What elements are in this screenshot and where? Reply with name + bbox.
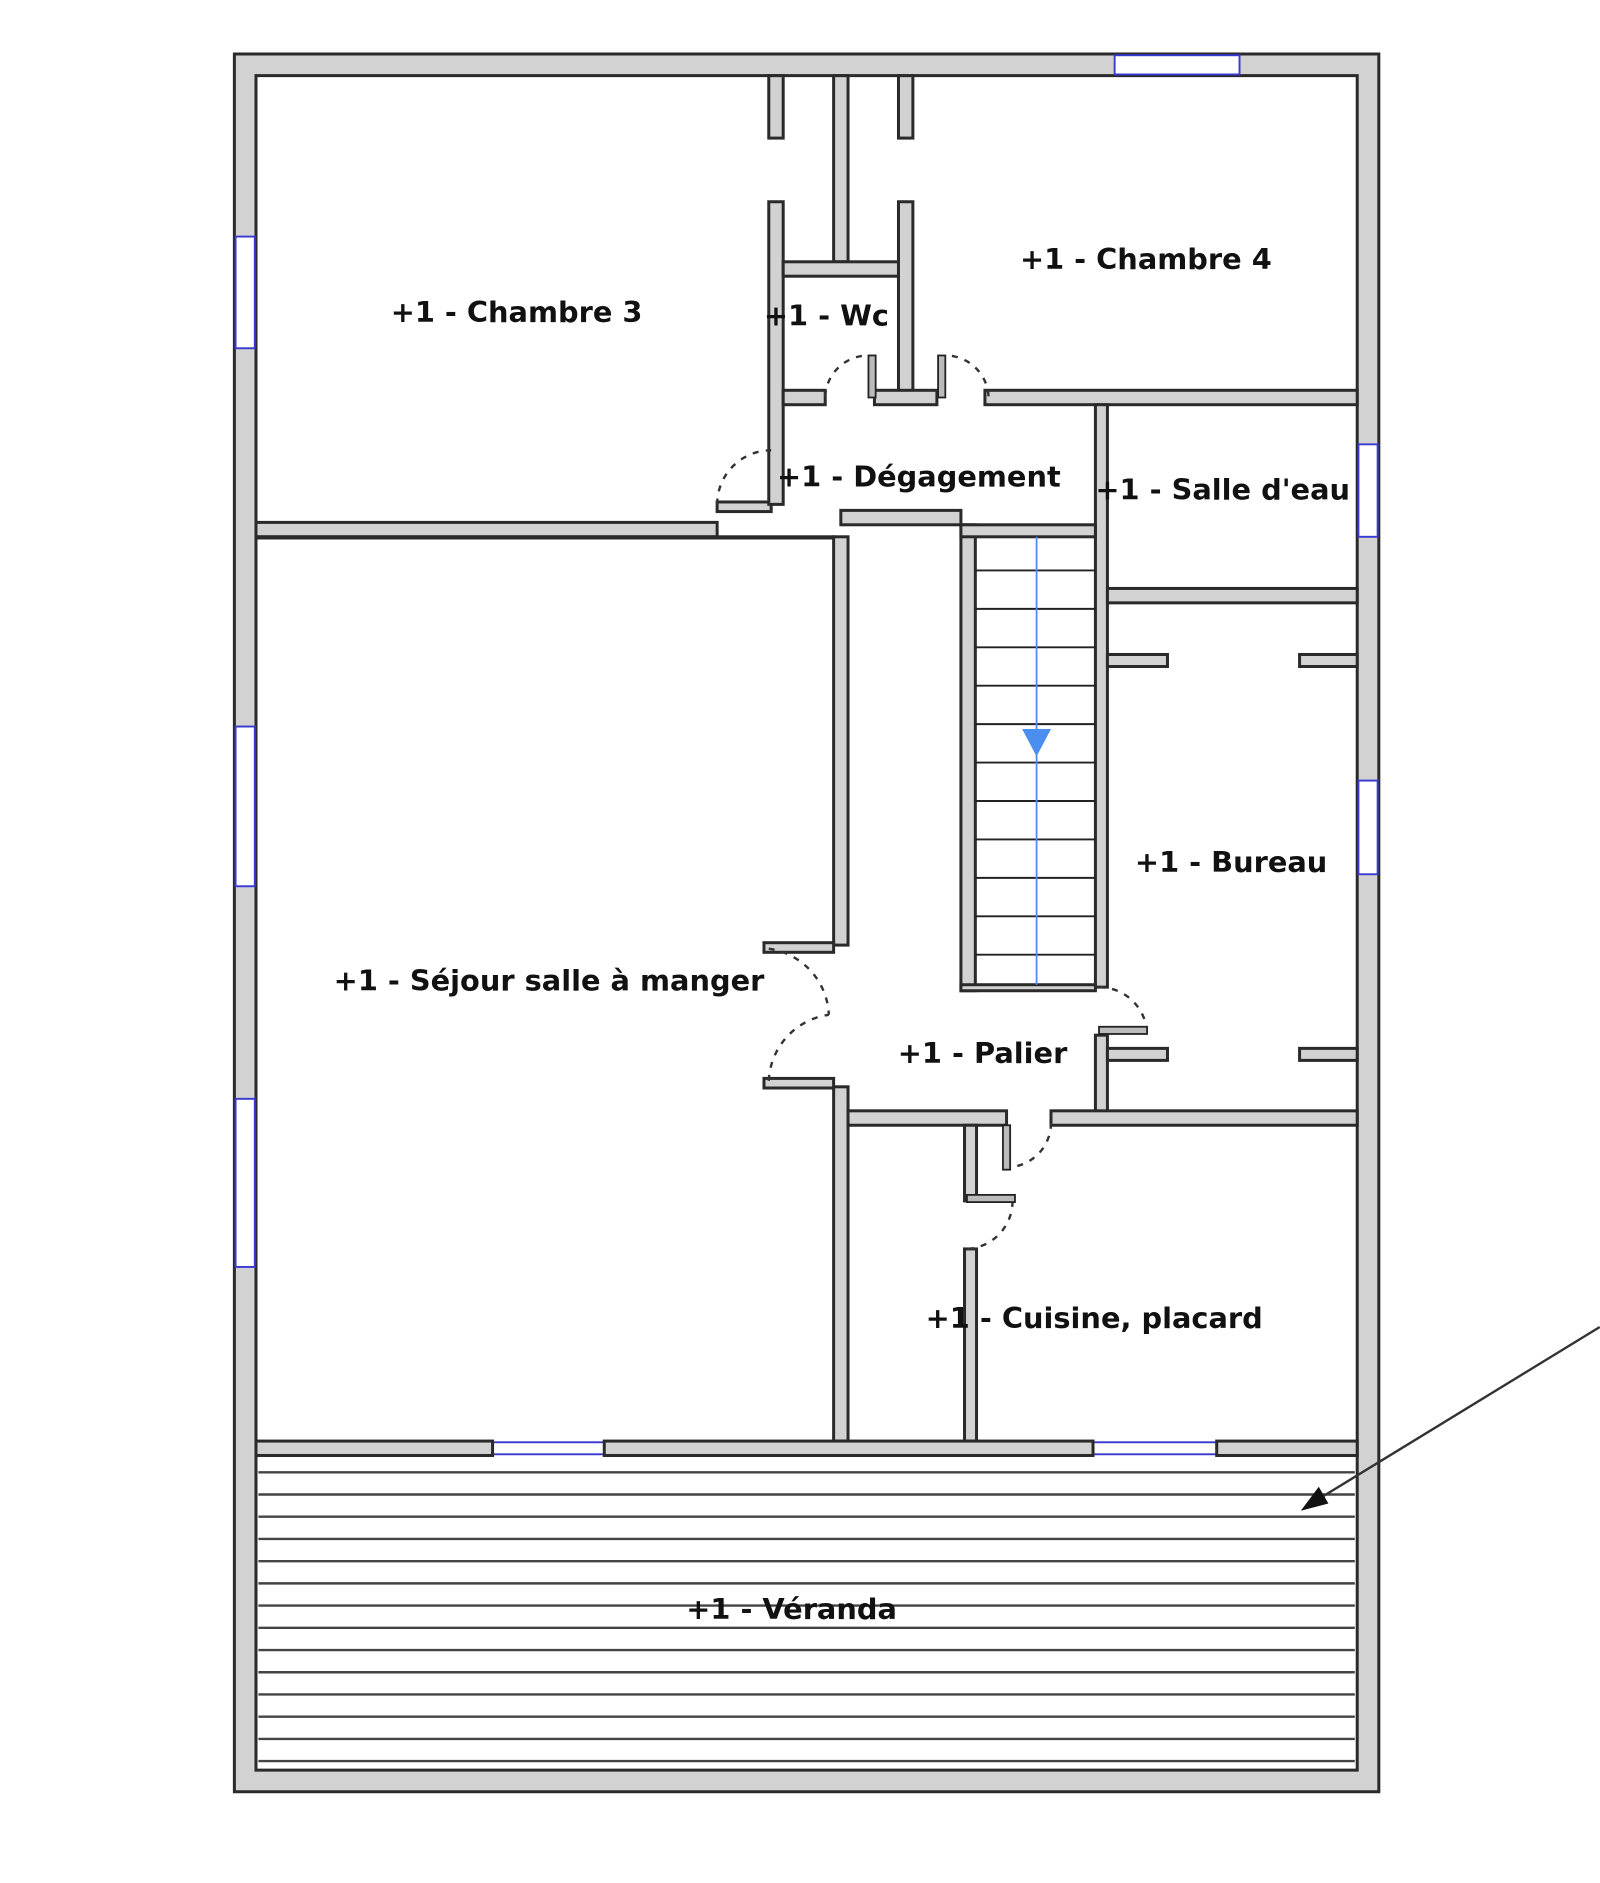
doors: [715, 354, 1149, 1251]
outer-wall: [232, 52, 1381, 1794]
room-label-cuisine: +1 - Cuisine, placard: [926, 1301, 1263, 1335]
room-label-sejour: +1 - Séjour salle à manger: [334, 964, 765, 998]
room-label-chambre4: +1 - Chambre 4: [1020, 242, 1272, 276]
pointer-arrow: [1300, 1325, 1600, 1511]
windows: [234, 54, 1379, 1456]
room-label-salle-deau: +1 - Salle d'eau: [1095, 473, 1350, 507]
room-label-chambre3: +1 - Chambre 3: [391, 295, 643, 329]
staircase: [959, 523, 1097, 993]
room-label-palier: +1 - Palier: [898, 1036, 1068, 1070]
room-label-degagement: +1 - Dégagement: [777, 459, 1061, 493]
room-label-wc: +1 - Wc: [764, 298, 889, 332]
interior-walls: [254, 74, 1359, 1457]
veranda-hatching: [258, 1471, 1355, 1763]
stair-direction-arrow-icon: [1022, 728, 1051, 757]
room-label-veranda: +1 - Véranda: [686, 1592, 897, 1626]
room-label-bureau: +1 - Bureau: [1135, 845, 1327, 879]
